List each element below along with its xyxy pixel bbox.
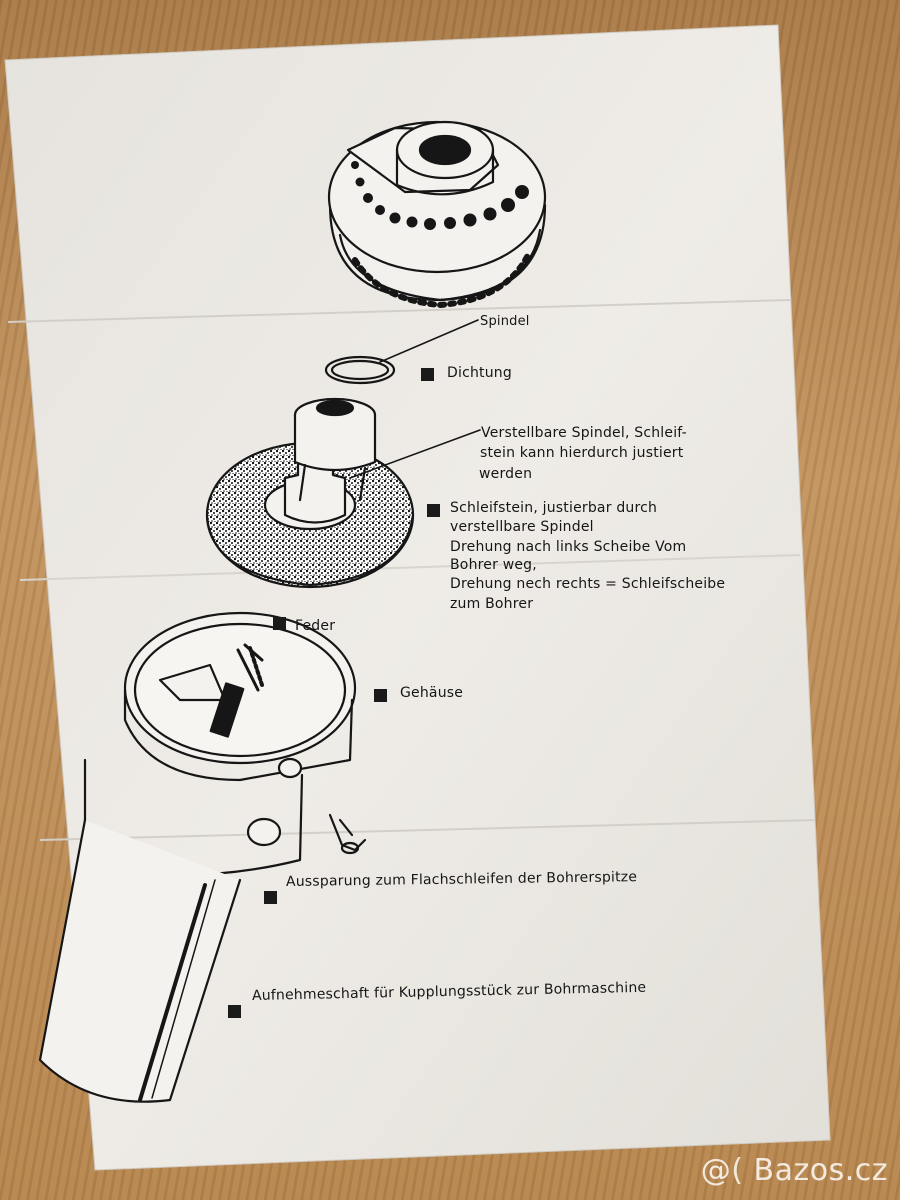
bullet-aussparung [264, 891, 277, 904]
label-schleifstein-line-6: zum Bohrer [450, 596, 534, 612]
label-verstellbare-line-2: stein kann hierdurch justiert [480, 445, 684, 461]
label-schleifstein-line-2: verstellbare Spindel [450, 519, 594, 535]
housing-illustration [38, 611, 367, 1103]
label-schleifstein-line-3: Drehung nach links Scheibe Vom [450, 539, 687, 555]
site-watermark: @( Bazos.cz [700, 1153, 888, 1188]
label-schleifstein-line-5: Drehung nech rechts = Schleifscheibe [450, 576, 726, 592]
bullet-dichtung [421, 368, 434, 381]
label-aufnehmeschaft: Aufnehmeschaft für Kupplungsstück zur Bo… [251, 979, 647, 1004]
label-gehaeuse: Gehäuse [400, 685, 464, 701]
top-cap-illustration [327, 120, 547, 308]
bullet-gehaeuse [374, 689, 387, 702]
label-verstellbare-line-1: Verstellbare Spindel, Schleif- [481, 425, 687, 441]
spindle-and-stone-illustration [205, 397, 481, 589]
bullet-feder [273, 617, 286, 630]
label-verstellbare-line-3: werden [479, 466, 533, 482]
seal-ring-illustration [324, 319, 479, 385]
label-schleifstein-line-1: Schleifstein, justierbar durch [450, 500, 658, 516]
label-dichtung: Dichtung [447, 365, 512, 381]
label-schleifstein-line-4: Bohrer weg, [450, 557, 537, 573]
label-spindel: Spindel [480, 314, 530, 329]
label-aussparung: Aussparung zum Flachschleifen der Bohrer… [285, 869, 638, 890]
bullet-aufnehmeschaft [228, 1005, 241, 1018]
label-feder: Feder [295, 618, 336, 634]
bullet-schleifstein [427, 504, 440, 517]
